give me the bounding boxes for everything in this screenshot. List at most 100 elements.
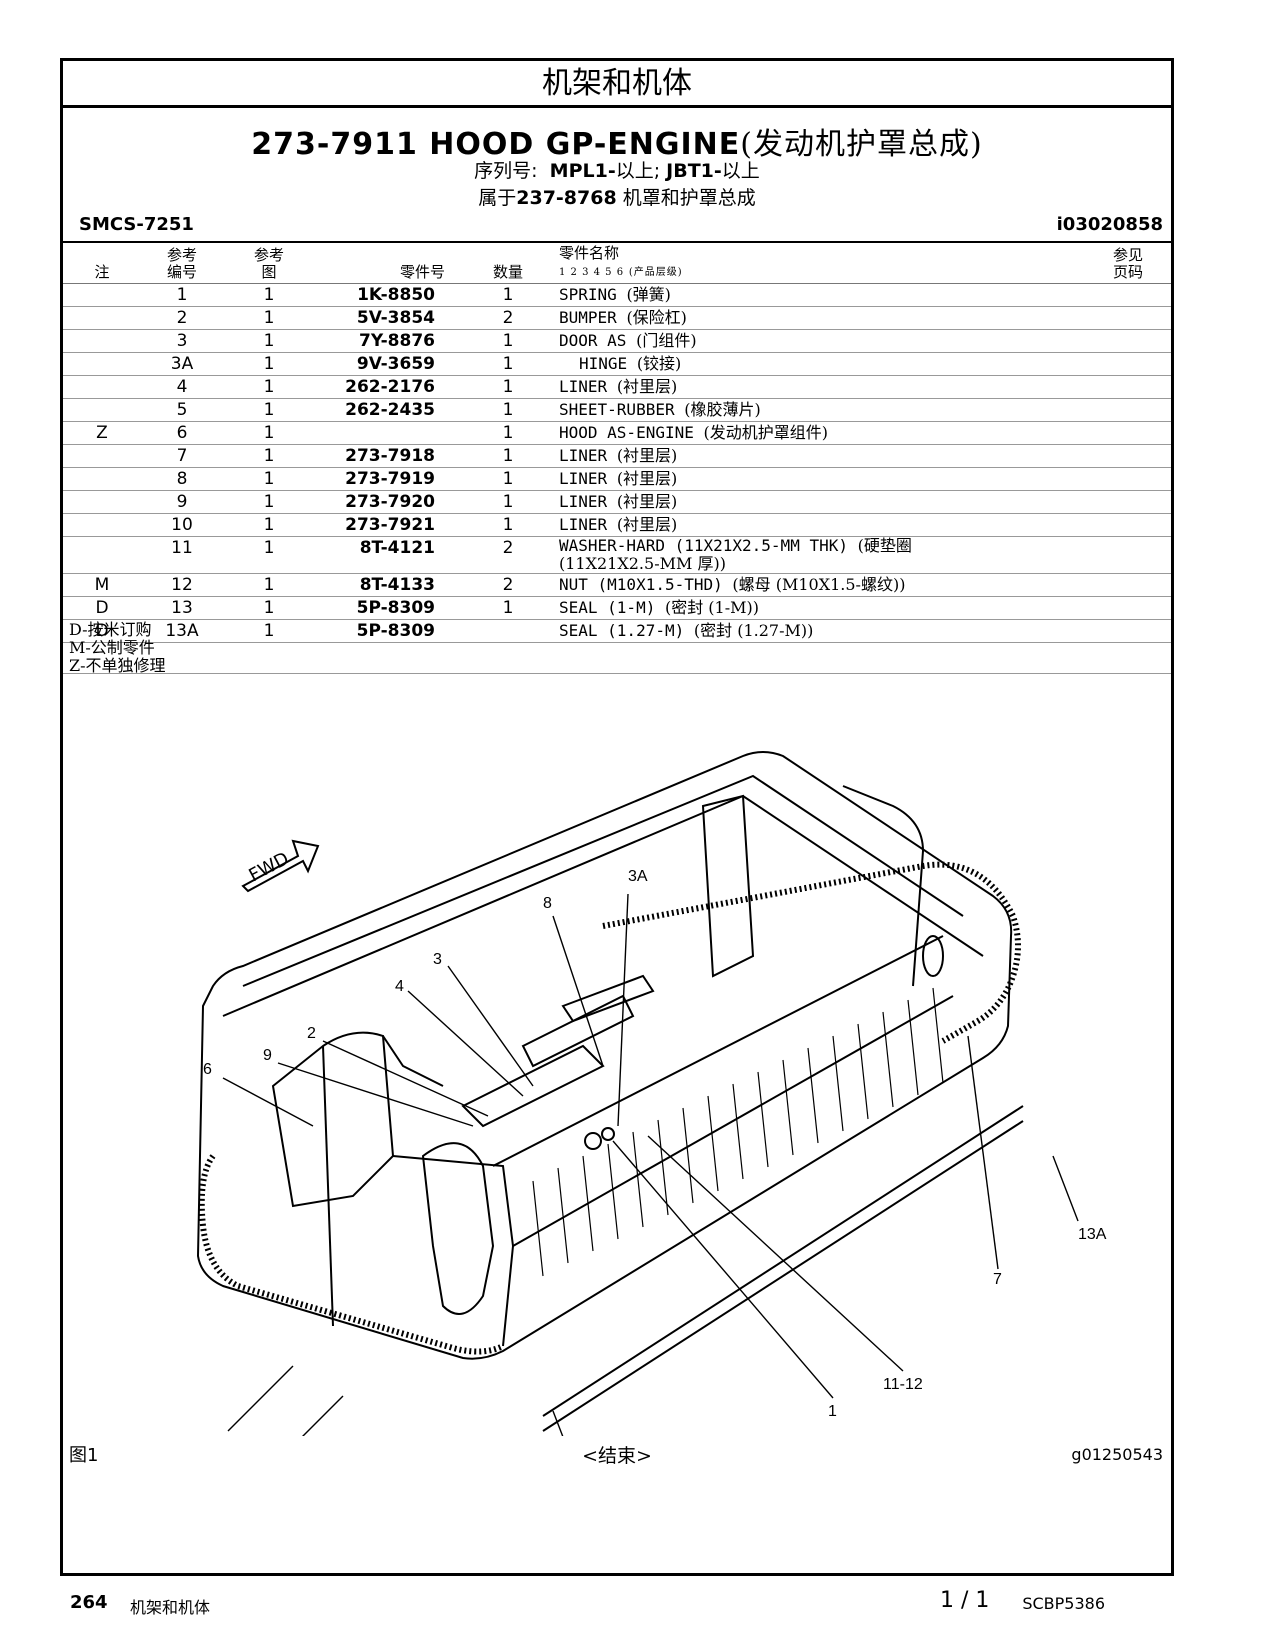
row-part-no: 262-2176 xyxy=(315,375,475,399)
row-ref-no: 5 xyxy=(141,398,223,422)
row-note: D xyxy=(63,596,141,620)
row-part-name: SEAL (1-M) (密封 (1-M)) xyxy=(541,596,1085,620)
row-note xyxy=(63,283,141,307)
note-z: Z-不单独修理 xyxy=(69,656,166,675)
row-note: D xyxy=(63,619,141,643)
row-ref-fig: 1 xyxy=(223,596,315,620)
graphic-id: g01250543 xyxy=(1071,1445,1163,1464)
row-page xyxy=(1085,467,1171,491)
row-page xyxy=(1085,490,1171,514)
callout: 3 xyxy=(433,951,442,968)
exploded-diagram: FWD 3A 8 3 4 2 9 6 13A 7 11-12 1 13 10 5 xyxy=(196,751,1107,1436)
row-part-name: LINER (衬里层) xyxy=(541,467,1085,491)
row-note xyxy=(63,490,141,514)
row-note: M xyxy=(63,573,141,597)
row-ref-fig: 1 xyxy=(223,619,315,643)
row-part-no: 9V-3659 xyxy=(315,352,475,376)
row-ref-no: 1 xyxy=(141,283,223,307)
row-note xyxy=(63,398,141,422)
callout: 6 xyxy=(203,1061,212,1078)
row-ref-no: 3A xyxy=(141,352,223,376)
row-note xyxy=(63,352,141,376)
row-part-no: 8T-4121 xyxy=(315,536,475,574)
row-qty: 2 xyxy=(475,573,541,597)
row-note xyxy=(63,536,141,574)
notes-legend: D-按米订购 M-公制零件 Z-不单独修理 xyxy=(69,621,166,675)
smcs-code: SMCS-7251 xyxy=(79,214,194,235)
row-ref-fig: 1 xyxy=(223,352,315,376)
row-ref-no: 4 xyxy=(141,375,223,399)
serial-prefix-a: MPL1- xyxy=(549,160,616,182)
row-part-name: HOOD AS-ENGINE (发动机护罩组件) xyxy=(541,421,1085,445)
group-title-cn: (发动机护罩总成) xyxy=(740,127,983,162)
row-qty: 1 xyxy=(475,352,541,376)
row-ref-fig: 1 xyxy=(223,306,315,330)
row-page xyxy=(1085,573,1171,597)
row-qty: 1 xyxy=(475,375,541,399)
row-page xyxy=(1085,513,1171,537)
parent-prefix: 属于 xyxy=(478,187,517,209)
col-part-no: 零件号 xyxy=(315,245,475,284)
row-part-name: LINER (衬里层) xyxy=(541,444,1085,468)
callout: 2 xyxy=(307,1025,316,1042)
page-number: 264 xyxy=(70,1592,108,1613)
callout: 7 xyxy=(993,1271,1002,1288)
parent-line: 属于237-8768 机罩和护罩总成 xyxy=(63,183,1171,210)
row-part-no: 273-7920 xyxy=(315,490,475,514)
serial-range-b: 以上 xyxy=(721,160,760,182)
row-page xyxy=(1085,375,1171,399)
row-page xyxy=(1085,536,1171,574)
row-part-no: 273-7919 xyxy=(315,467,475,491)
serial-label: 序列号: xyxy=(474,160,538,182)
row-part-name: SPRING (弹簧) xyxy=(541,283,1085,307)
row-ref-fig: 1 xyxy=(223,513,315,537)
row-note xyxy=(63,329,141,353)
row-qty: 2 xyxy=(475,306,541,330)
row-part-no: 1K-8850 xyxy=(315,283,475,307)
section-title: 机架和机体 xyxy=(63,61,1171,108)
parent-name: 机罩和护罩总成 xyxy=(622,187,756,209)
row-page xyxy=(1085,421,1171,445)
row-qty: 1 xyxy=(475,398,541,422)
info-id: i03020858 xyxy=(1056,214,1163,235)
callout: 9 xyxy=(263,1047,272,1064)
row-part-name: HINGE (铰接) xyxy=(541,352,1085,376)
row-qty: 1 xyxy=(475,421,541,445)
row-note xyxy=(63,375,141,399)
row-ref-fig: 1 xyxy=(223,573,315,597)
row-part-name: DOOR AS (门组件) xyxy=(541,329,1085,353)
row-ref-no: 13 xyxy=(141,596,223,620)
row-qty: 2 xyxy=(475,536,541,574)
row-ref-no: 3 xyxy=(141,329,223,353)
row-part-name: LINER (衬里层) xyxy=(541,490,1085,514)
row-part-name: NUT (M10X1.5-THD) (螺母 (M10X1.5-螺纹)) xyxy=(541,573,1085,597)
row-ref-fig: 1 xyxy=(223,283,315,307)
row-page xyxy=(1085,352,1171,376)
callout: 11-12 xyxy=(883,1376,923,1393)
serial-line: 序列号: MPL1-以上; JBT1-以上 xyxy=(63,156,1171,183)
row-ref-fig: 1 xyxy=(223,444,315,468)
row-page xyxy=(1085,444,1171,468)
row-ref-fig: 1 xyxy=(223,467,315,491)
row-part-name: LINER (衬里层) xyxy=(541,375,1085,399)
end-label: <结束> xyxy=(582,1445,652,1467)
row-ref-fig: 1 xyxy=(223,490,315,514)
row-qty: 1 xyxy=(475,513,541,537)
row-part-no: 273-7918 xyxy=(315,444,475,468)
row-part-no: 5P-8309 xyxy=(315,596,475,620)
row-qty: 1 xyxy=(475,444,541,468)
row-ref-fig: 1 xyxy=(223,329,315,353)
row-page xyxy=(1085,306,1171,330)
